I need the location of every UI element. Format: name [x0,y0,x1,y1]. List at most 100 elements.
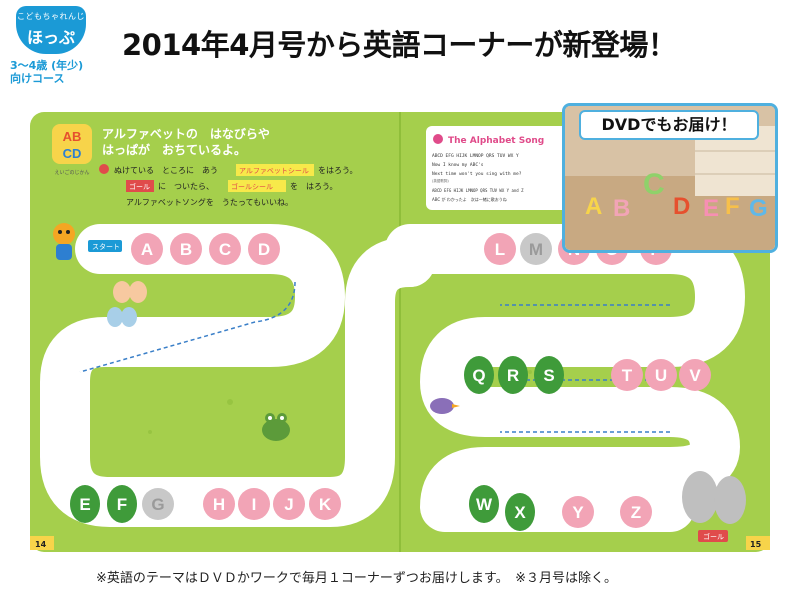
start-label: スタート [92,242,120,251]
goal-tag: ゴール [129,182,150,191]
dvd-letter-e: E [703,195,719,222]
page-number-left: 14 [35,540,47,549]
frog-character [262,413,290,441]
letter-token-u: U [645,359,677,391]
letter-label: W [476,495,493,514]
letter-label: X [514,503,526,522]
page-title: 2014年4月号から英語コーナーが新登場！ [122,28,677,62]
letter-token-y: Y [562,496,594,528]
song-title: The Alphabet Song [448,136,544,146]
dvd-letter-g: G [749,195,768,222]
abcd-icon-bottom: CD [63,146,82,161]
letter-token-c: C [209,233,241,265]
page-number-left-bg [30,536,54,550]
letter-label: V [689,366,701,385]
instruction-1-end: をはろう。 [318,166,358,175]
lesson-header: AB CD えいごのじかん アルファベットの はなびらや はっぱが おちているよ… [52,124,358,207]
letter-token-f: F [107,485,137,523]
heading-line-1: アルファベットの はなびらや [102,126,270,141]
alphabet-song-box: The Alphabet Song ABCD EFG HIJK LMNOP QR… [426,126,568,210]
instruction-3: アルファベットソングを うたってもいいね。 [126,197,293,207]
dvd-letter-a: A [585,193,602,220]
letter-label: J [284,495,293,514]
logo-badge: こどもちゃれんじ ほっぷ [16,6,86,54]
letter-token-d: D [248,233,280,265]
letter-token-j: J [273,488,305,520]
letter-label: D [258,240,270,259]
song-line-1: ABCD EFG HIJK LMNOP QRS TUV WX Y [432,153,519,159]
path-right [385,224,745,532]
letter-token-l: L [484,233,516,265]
song-box-bg [426,126,568,210]
dvd-letter-c: C [643,168,665,201]
music-note-icon [433,134,443,144]
letter-label: S [543,366,554,385]
song-line-4: (英語歌詞) [432,178,449,183]
letter-token-k: K [309,488,341,520]
bird-character [430,398,460,414]
tiger-character [53,223,75,260]
letter-token-w: W [469,485,499,523]
course-label: 向けコース [10,72,65,85]
goal-label-bg [698,530,728,542]
butterfly-blue-icon [107,307,137,327]
dvd-label: DVDでもお届け！ [579,110,759,140]
letter-label: K [319,495,332,514]
dvd-letter-f: F [725,193,740,220]
goal-sticker-bg [228,180,286,192]
letter-label: I [252,495,257,514]
letter-label: E [79,495,90,514]
letter-token-s: S [534,356,564,394]
letter-label: G [151,495,164,514]
age-range: 3～4歳 (年少) [10,59,84,72]
instruction-1: ぬけている ところに あう [114,166,218,175]
letter-token-b: B [170,233,202,265]
letter-label: B [180,240,192,259]
instruction-2: に ついたら、 [158,182,214,191]
letter-label: T [622,366,633,385]
letter-token-m: M [520,233,552,265]
letter-token-v: V [679,359,711,391]
bullet-icon [99,164,109,174]
letter-token-i: I [238,488,270,520]
letter-label: M [529,240,543,259]
sticker-tag-bg [236,164,314,176]
song-line-5: ABCD EFG HIJK LMNOP QRS TUV WX Y and Z [432,188,524,193]
letter-label: L [495,240,505,259]
abcd-icon [52,124,92,164]
letter-label: Y [572,503,584,522]
goal-tag-bg [126,180,154,192]
goal-sticker-tag: ゴールシール [231,182,273,191]
song-line-6: ABC が わかったよ 次は一緒に歌おうね [432,196,507,202]
path-left [40,224,435,527]
letter-token-z: Z [620,496,652,528]
letter-token-e: E [70,485,100,523]
page-number-right-bg [746,536,770,550]
logo-age-text: 3～4歳 (年少) 向けコース [10,59,83,85]
letter-label: C [219,240,231,259]
letter-token-q: Q [464,356,494,394]
letter-token-h: H [203,488,235,520]
sticker-tag: アルファベットシール [239,167,309,175]
letter-label: H [213,495,225,514]
song-line-3: Next time won't you sing with me? [432,171,522,177]
abcd-icon-caption: えいごのじかん [54,169,89,176]
letter-label: Z [631,503,641,522]
start-label-bg [88,240,122,252]
heading-line-2: はっぱが おちているよ。 [102,142,246,157]
letter-token-g: G [142,488,174,520]
goal-label: ゴール [703,532,724,541]
letter-token-x: X [505,493,535,531]
instruction-2-end: を はろう。 [290,182,338,191]
song-line-2: Now I know my ABC's [432,162,484,168]
letter-token-a: A [131,233,163,265]
dvd-letter-d: D [673,193,690,220]
letter-label: Q [472,366,485,385]
dvd-letter-b: B [613,195,630,222]
abcd-icon-top: AB [63,129,82,144]
letter-label: U [655,366,667,385]
letter-token-r: R [498,356,528,394]
page-number-right: 15 [750,540,762,549]
goal-silhouettes [682,471,746,524]
